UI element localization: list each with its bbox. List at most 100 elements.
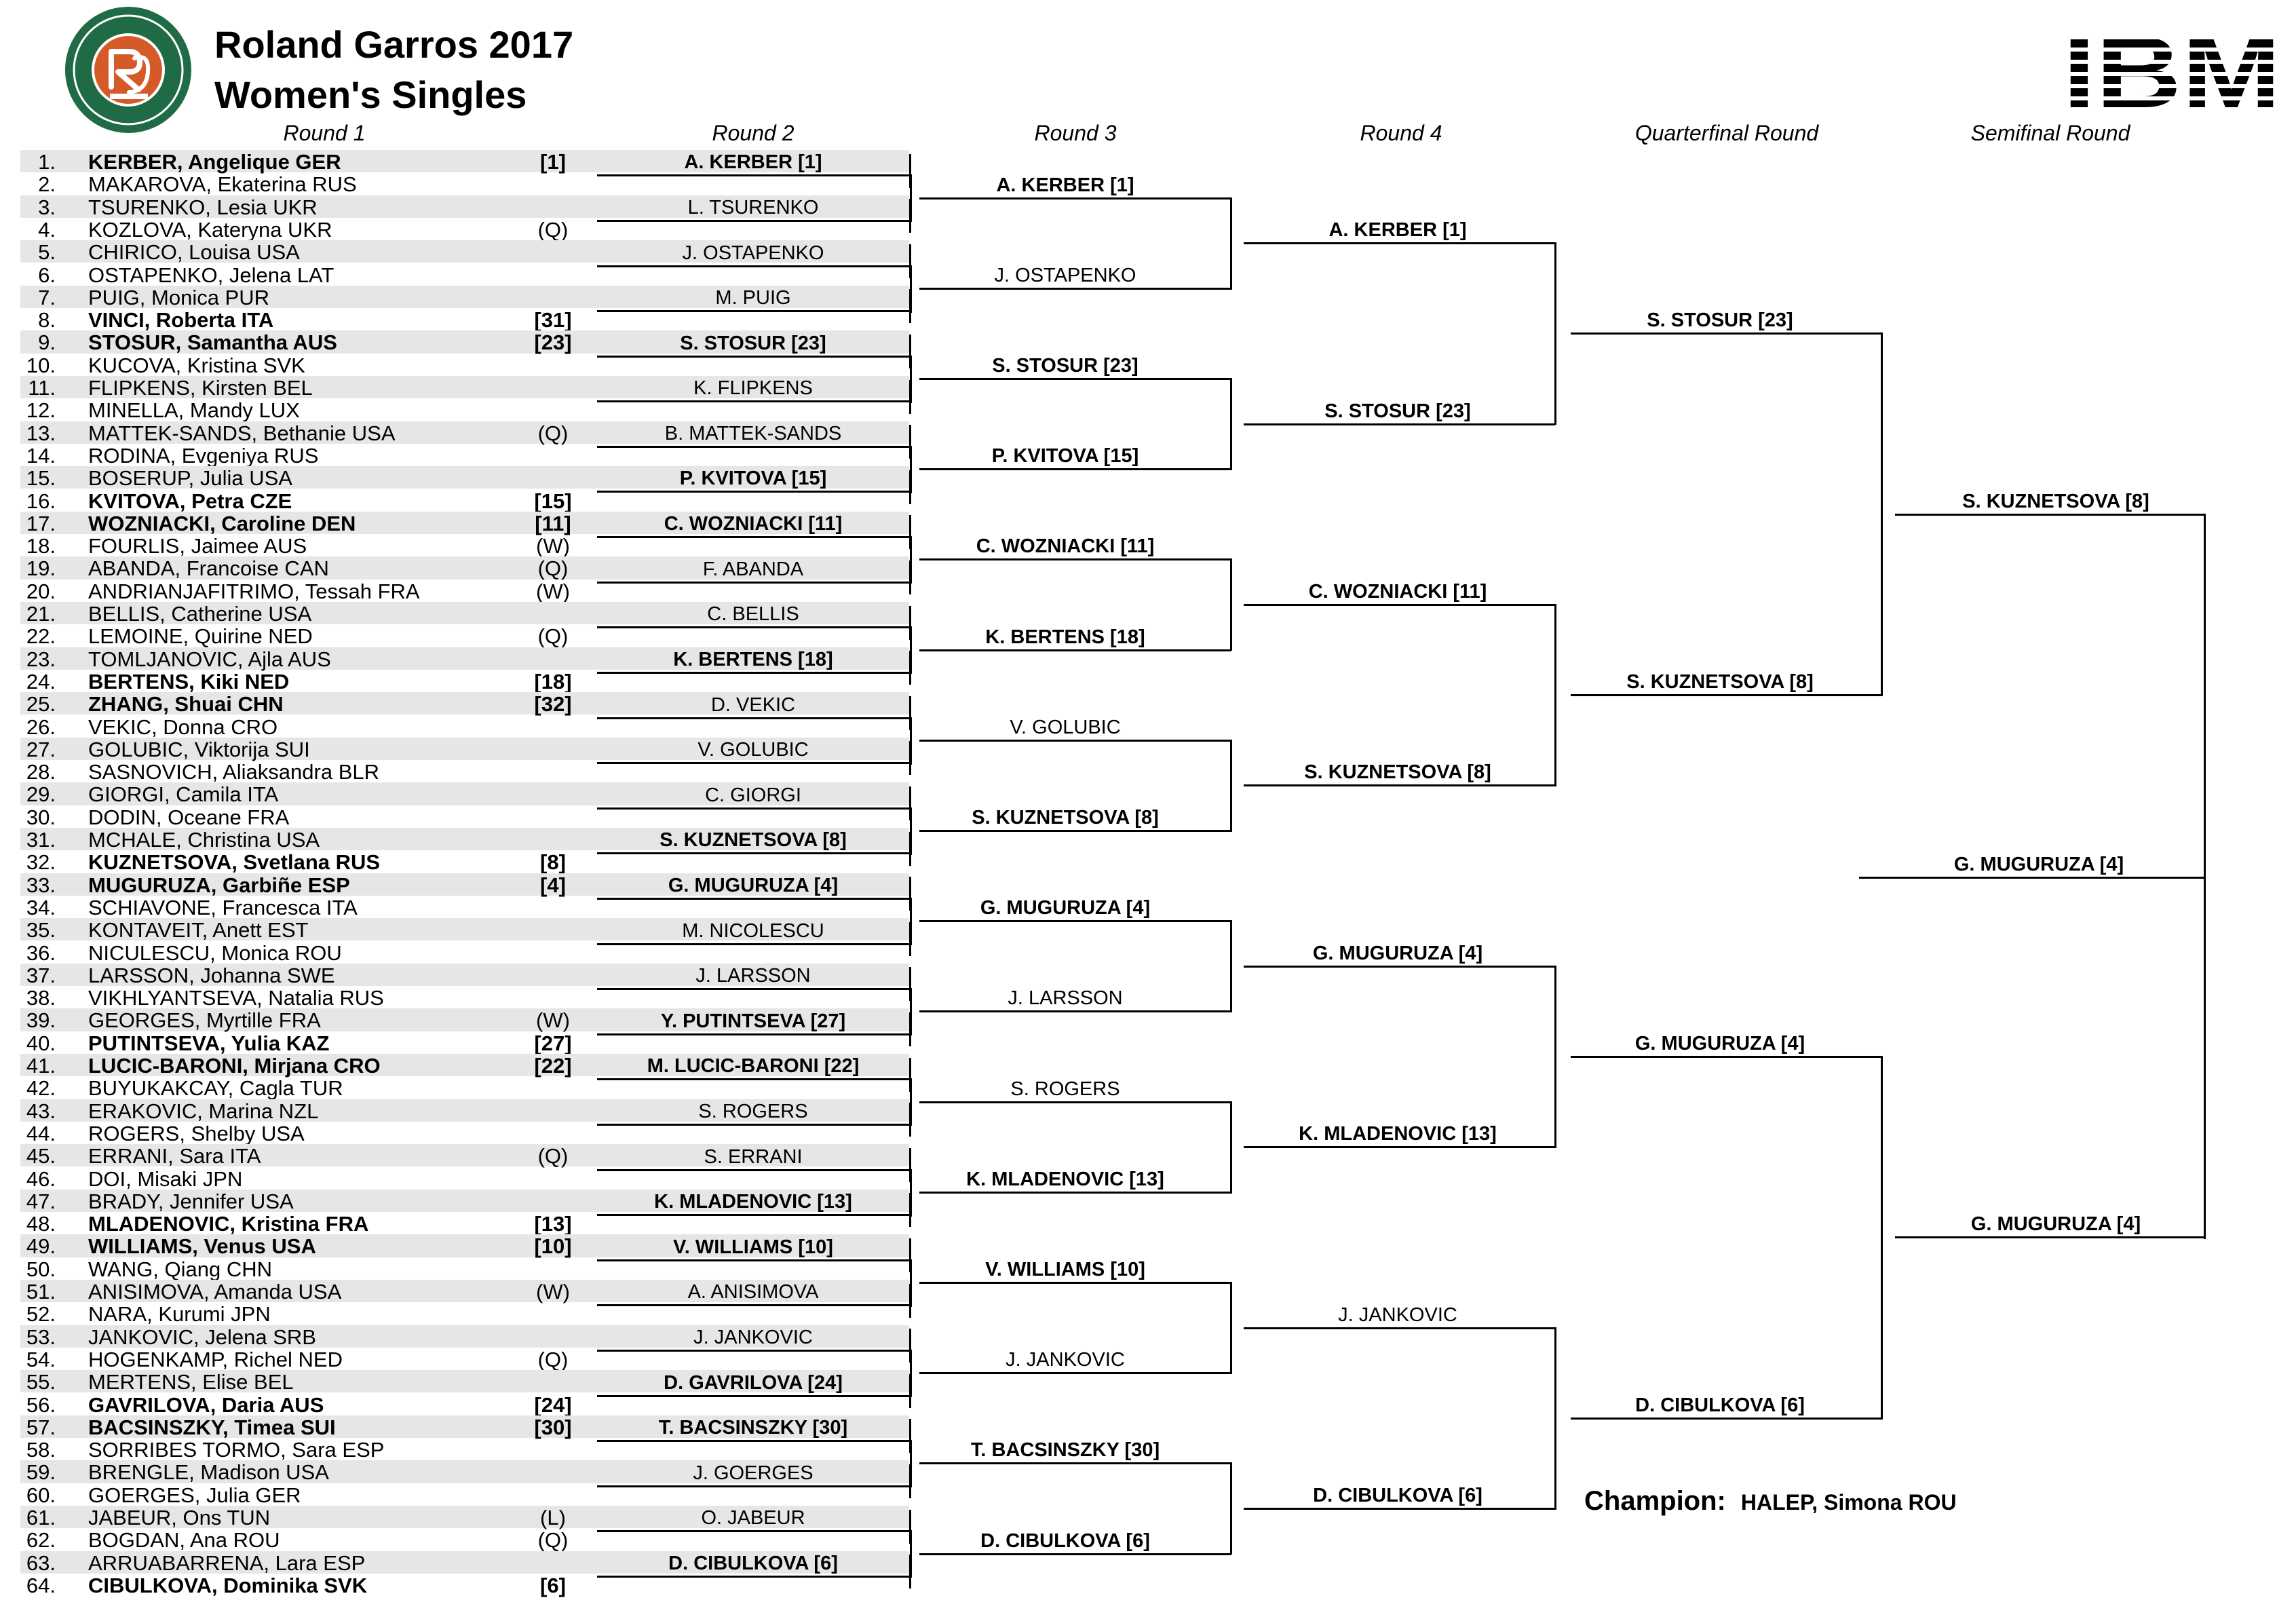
player-name: BUYUKAKCAY, Cagla TUR — [88, 1076, 343, 1101]
bracket-connector — [910, 626, 912, 674]
draw-position: 29. — [26, 782, 56, 807]
draw-position: 4. — [38, 217, 56, 242]
bracket-line — [597, 1214, 911, 1216]
draw-position: 32. — [26, 850, 56, 875]
player-name: FLIPKENS, Kirsten BEL — [88, 376, 313, 400]
round2-winner: O. JABEUR — [701, 1507, 805, 1529]
player-name: TOMLJANOVIC, Ajla AUS — [88, 647, 331, 671]
draw-position: 7. — [38, 285, 56, 309]
draw-position: 54. — [26, 1347, 56, 1371]
bracket-line — [1244, 604, 1555, 606]
draw-position: 39. — [26, 1008, 56, 1033]
round2-winner: K. BERTENS [18] — [673, 649, 833, 670]
bracket-connector — [909, 154, 911, 188]
player-name: GEORGES, Myrtille FRA — [88, 1008, 321, 1033]
draw-position: 47. — [26, 1189, 56, 1213]
player-name: JABEUR, Ons TUN — [88, 1506, 271, 1529]
player-name: WANG, Qiang CHN — [88, 1257, 273, 1281]
row-shade — [20, 1370, 909, 1393]
bracket-line — [1244, 1146, 1555, 1148]
draw-position: 28. — [26, 760, 56, 784]
quarterfinal-winner: S. KUZNETSOVA [8] — [1626, 671, 1814, 693]
row-shade — [20, 782, 909, 805]
draw-position: 22. — [26, 624, 56, 649]
bracket-line — [597, 582, 911, 584]
seed-tag: [8] — [540, 850, 566, 875]
draw-position: 11. — [28, 376, 56, 400]
seed-tag: (Q) — [537, 1347, 569, 1371]
bracket-line — [919, 1010, 1231, 1012]
seed-tag: [18] — [534, 669, 572, 693]
seed-tag: [15] — [534, 489, 572, 513]
seed-tag: [13] — [534, 1212, 572, 1236]
draw-position: 58. — [26, 1438, 56, 1462]
draw-position: 46. — [26, 1166, 56, 1191]
round4-winner: S. KUZNETSOVA [8] — [1304, 761, 1491, 783]
row-shade — [20, 1280, 909, 1303]
draw-position: 10. — [26, 353, 56, 377]
round3-winner: P. KVITOVA [15] — [991, 445, 1139, 467]
player-name: MAKAROVA, Ekaterina RUS — [88, 172, 357, 197]
row-shade — [20, 1008, 909, 1031]
round2-winner: S. KUZNETSOVA [8] — [659, 829, 847, 851]
bracket-connector — [909, 289, 911, 323]
round3-winner: J. OSTAPENKO — [994, 265, 1136, 286]
seed-tag: [27] — [534, 1031, 572, 1055]
draw-position: 24. — [26, 669, 56, 693]
bracket-connector — [910, 1350, 912, 1397]
round3-winner: J. JANKOVIC — [1006, 1349, 1125, 1371]
bracket-connector — [1230, 740, 1232, 832]
bracket-connector — [909, 425, 911, 459]
round3-winner: K. MLADENOVIC [13] — [966, 1168, 1164, 1190]
bracket-connector — [909, 1193, 911, 1227]
round2-winner: S. STOSUR [23] — [680, 332, 826, 354]
round3-winner: D. CIBULKOVA [6] — [980, 1530, 1150, 1552]
bracket-line — [597, 943, 911, 945]
seed-tag: [23] — [534, 330, 572, 355]
seed-tag: [11] — [535, 511, 571, 535]
row-shade — [20, 647, 909, 670]
draw-position: 60. — [26, 1483, 56, 1507]
round4-winner: G. MUGURUZA [4] — [1312, 943, 1483, 964]
bracket-line — [919, 197, 1231, 199]
bracket-connector — [910, 356, 912, 403]
player-name: MATTEK-SANDS, Bethanie USA — [88, 421, 396, 445]
row-shade — [20, 1189, 909, 1213]
seed-tag: (W) — [536, 1280, 570, 1304]
round2-winner: A. ANISIMOVA — [687, 1281, 819, 1303]
round2-winner: J. OSTAPENKO — [682, 242, 824, 264]
player-name: BRADY, Jennifer USA — [88, 1189, 294, 1213]
champion-line: Champion:HALEP, Simona ROU — [1584, 1486, 1957, 1517]
semifinal-winner: G. MUGURUZA [4] — [1970, 1213, 2141, 1235]
round-3-header: Round 3 — [1034, 121, 1117, 145]
bracket-line — [597, 988, 911, 990]
bracket-connector — [909, 515, 911, 549]
player-name: CIBULKOVA, Dominika SVK — [88, 1573, 368, 1597]
player-name: PUIG, Monica PUR — [88, 285, 270, 309]
bracket-connector — [909, 380, 911, 414]
round2-winner: P. KVITOVA [15] — [679, 468, 827, 489]
seed-tag: [10] — [534, 1234, 572, 1259]
svg-text:IBM: IBM — [2063, 27, 2281, 115]
row-shade — [20, 421, 909, 444]
draw-position: 27. — [26, 737, 56, 761]
bracket-line — [597, 807, 911, 810]
bracket-line — [597, 1350, 911, 1352]
bracket-connector — [1230, 197, 1232, 290]
seed-tag: (Q) — [537, 217, 569, 242]
bracket-line — [1571, 332, 1881, 335]
player-name: ROGERS, Shelby USA — [88, 1121, 305, 1145]
seed-tag: (Q) — [537, 1528, 569, 1553]
row-shade — [20, 466, 909, 489]
bracket-line — [919, 1282, 1231, 1284]
player-name: BRENGLE, Madison USA — [88, 1460, 329, 1485]
bracket-connector — [909, 1148, 911, 1182]
round2-winner: J. JANKOVIC — [693, 1327, 813, 1348]
player-name: NICULESCU, Monica ROU — [88, 940, 342, 965]
bracket-connector — [910, 807, 912, 855]
draw-position: 30. — [26, 805, 56, 829]
draw-position: 36. — [26, 940, 56, 965]
player-name: TSURENKO, Lesia UKR — [88, 195, 318, 219]
round2-winner: K. FLIPKENS — [693, 377, 813, 399]
bracket-connector — [909, 877, 911, 911]
